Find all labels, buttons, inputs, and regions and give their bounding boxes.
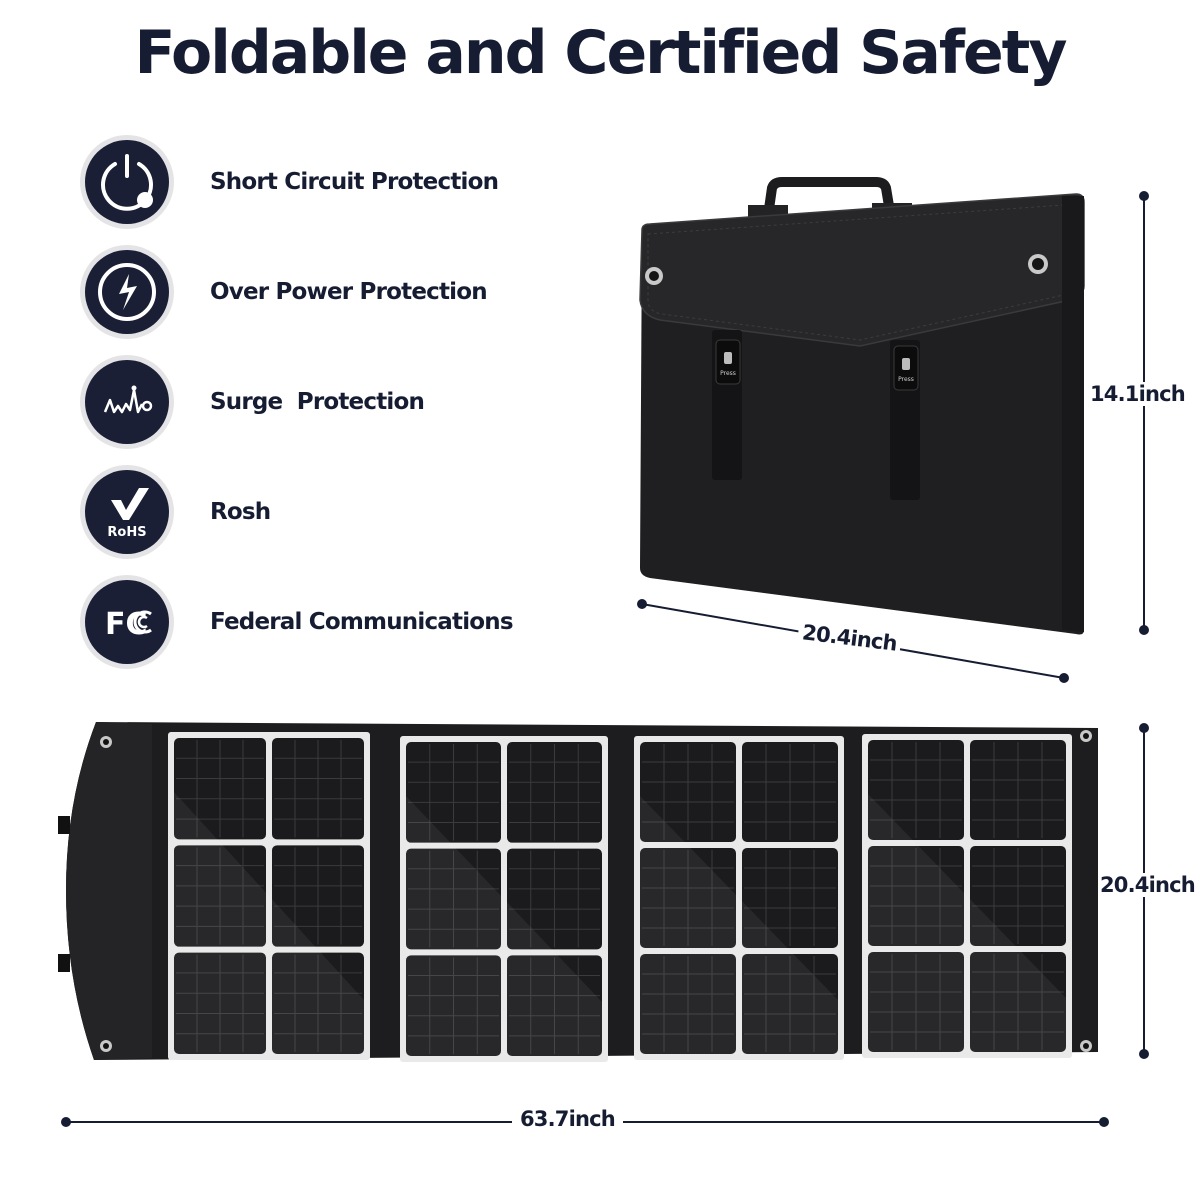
buckle-label: Press: [898, 376, 914, 383]
bag-strap-right: Press: [890, 340, 920, 500]
rohs-icon-text: RoHS: [107, 525, 146, 540]
feature-label: Surge Protection: [210, 389, 425, 415]
surge-wave-icon: [85, 360, 169, 444]
feature-label: Over Power Protection: [210, 279, 488, 305]
pocket-clip: [58, 954, 70, 972]
bag-strap-left: Press: [712, 330, 742, 480]
feature-badge: [80, 135, 174, 229]
bag-height-label: 14.1inch: [1090, 382, 1186, 406]
rohs-check-icon: RoHS: [85, 470, 169, 554]
feature-fcc: FC Federal Communications: [80, 575, 560, 669]
power-icon: [85, 140, 169, 224]
lightning-icon: [85, 250, 169, 334]
panel-side-pocket: [66, 722, 152, 1060]
feature-over-power: Over Power Protection: [80, 245, 560, 339]
buckle-label: Press: [720, 370, 736, 377]
feature-badge: [80, 245, 174, 339]
feature-badge: [80, 355, 174, 449]
bag-height-dimension-line: [1139, 191, 1149, 635]
panel-height-label: 20.4inch: [1100, 873, 1196, 897]
bag-grommet-left: [645, 267, 663, 285]
feature-badge: FC: [80, 575, 174, 669]
feature-rohs: RoHS Rosh: [80, 465, 560, 559]
feature-surge: Surge Protection: [80, 355, 560, 449]
bag-grommet-right: [1028, 254, 1048, 274]
feature-short-circuit: Short Circuit Protection: [80, 135, 560, 229]
fcc-logo-icon: FC: [85, 580, 169, 664]
panel-width-label: 63.7inch: [512, 1107, 623, 1131]
feature-label: Short Circuit Protection: [210, 169, 499, 195]
feature-label: Federal Communications: [210, 609, 514, 635]
pocket-clip: [58, 816, 70, 834]
feature-label: Rosh: [210, 499, 271, 525]
page-title: Foldable and Certified Safety: [134, 18, 1068, 88]
feature-badge: RoHS: [80, 465, 174, 559]
